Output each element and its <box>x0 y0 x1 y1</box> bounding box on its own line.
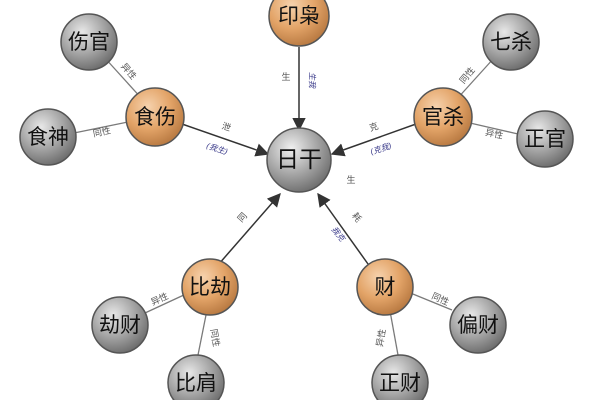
node-zhengguan[interactable]: 正官 <box>516 110 574 168</box>
label-guansha-rizhi: 克 <box>368 121 380 134</box>
edge-cai-to-rizhi <box>317 192 369 265</box>
node-shishang-label: 食伤 <box>134 105 176 129</box>
node-rizhi[interactable]: 日干 <box>266 127 332 193</box>
label-guansha-zhengguan: 异性 <box>484 126 504 141</box>
node-layer: 日干 印枭 食伤 官杀 比劫 财 伤官 食神 <box>19 0 574 400</box>
node-bijie-label: 比劫 <box>189 275 231 299</box>
label-guansha-qisha: 同性 <box>457 65 478 87</box>
edge-cai-piancai <box>407 291 453 311</box>
node-zhengguan-label: 正官 <box>524 127 566 151</box>
node-shishen[interactable]: 食神 <box>19 108 77 166</box>
label-cai-piancai: 同性 <box>430 290 451 308</box>
edge-shishang-shangguan <box>103 56 144 101</box>
label-bijie-rizhi: 同 <box>236 211 250 225</box>
node-zhengcai-label: 正财 <box>379 371 421 395</box>
edge-cai-zhengcai <box>389 310 399 356</box>
edge-guansha-to-rizhi <box>330 123 417 157</box>
node-shangguan-label: 伤官 <box>68 30 110 54</box>
node-jiecai[interactable]: 劫财 <box>91 296 149 354</box>
node-shangguan[interactable]: 伤官 <box>60 13 118 71</box>
edge-bijie-jiecai <box>144 293 187 314</box>
label-bijie-jiecai: 异性 <box>149 290 170 308</box>
node-bijie[interactable]: 比劫 <box>181 258 239 316</box>
label-rizhi-cai: 生 <box>346 174 355 186</box>
node-cai-label: 财 <box>375 275 396 299</box>
edge-shishang-shishen <box>73 121 129 134</box>
node-guansha-label: 官杀 <box>422 105 464 129</box>
node-shishen-label: 食神 <box>27 125 69 149</box>
note-cai-rizhi: 我克 <box>330 225 348 244</box>
label-bijie-bijian: 同性 <box>208 328 223 348</box>
node-bijian-label: 比肩 <box>175 371 217 395</box>
edge-guansha-zhengguan <box>469 122 519 135</box>
label-cai-rizhi: 耗 <box>349 211 363 225</box>
node-yinxiao-label: 印枭 <box>278 4 320 28</box>
edge-label-layer: 生 生我 泄 (我生) 克 (克我) 生 同 耗 我克 异性 同性 同性 异性 … <box>92 61 505 348</box>
node-shishang[interactable]: 食伤 <box>125 87 185 147</box>
label-cai-zhengcai: 异性 <box>374 328 389 348</box>
label-shishang-shishen: 同性 <box>92 124 112 139</box>
node-piancai[interactable]: 偏财 <box>449 296 507 354</box>
node-jiecai-label: 劫财 <box>99 313 141 337</box>
node-piancai-label: 偏财 <box>457 313 499 337</box>
node-bijian[interactable]: 比肩 <box>167 354 225 400</box>
edge-bijie-bijian <box>197 309 208 356</box>
note-yin-rizhi: 生我 <box>308 72 317 89</box>
node-qisha-label: 七杀 <box>490 30 532 54</box>
node-guansha[interactable]: 官杀 <box>413 87 473 147</box>
node-qisha[interactable]: 七杀 <box>482 13 540 71</box>
edge-layer <box>73 47 519 356</box>
edge-guansha-qisha <box>455 57 495 101</box>
note-guansha-rizhi: (克我) <box>369 141 393 156</box>
label-shishang-rizhi: 泄 <box>220 120 232 134</box>
node-yinxiao[interactable]: 印枭 <box>268 0 330 47</box>
label-shishang-shangguan: 异性 <box>118 61 139 83</box>
edge-bijie-to-rizhi <box>217 192 281 266</box>
node-zhengcai[interactable]: 正财 <box>371 354 429 400</box>
node-cai[interactable]: 财 <box>356 258 414 316</box>
edge-shishang-to-rizhi <box>181 123 270 157</box>
label-yin-rizhi: 生 <box>281 71 290 83</box>
node-rizhi-label: 日干 <box>276 147 322 173</box>
note-shishang-rizhi: (我生) <box>205 141 229 156</box>
